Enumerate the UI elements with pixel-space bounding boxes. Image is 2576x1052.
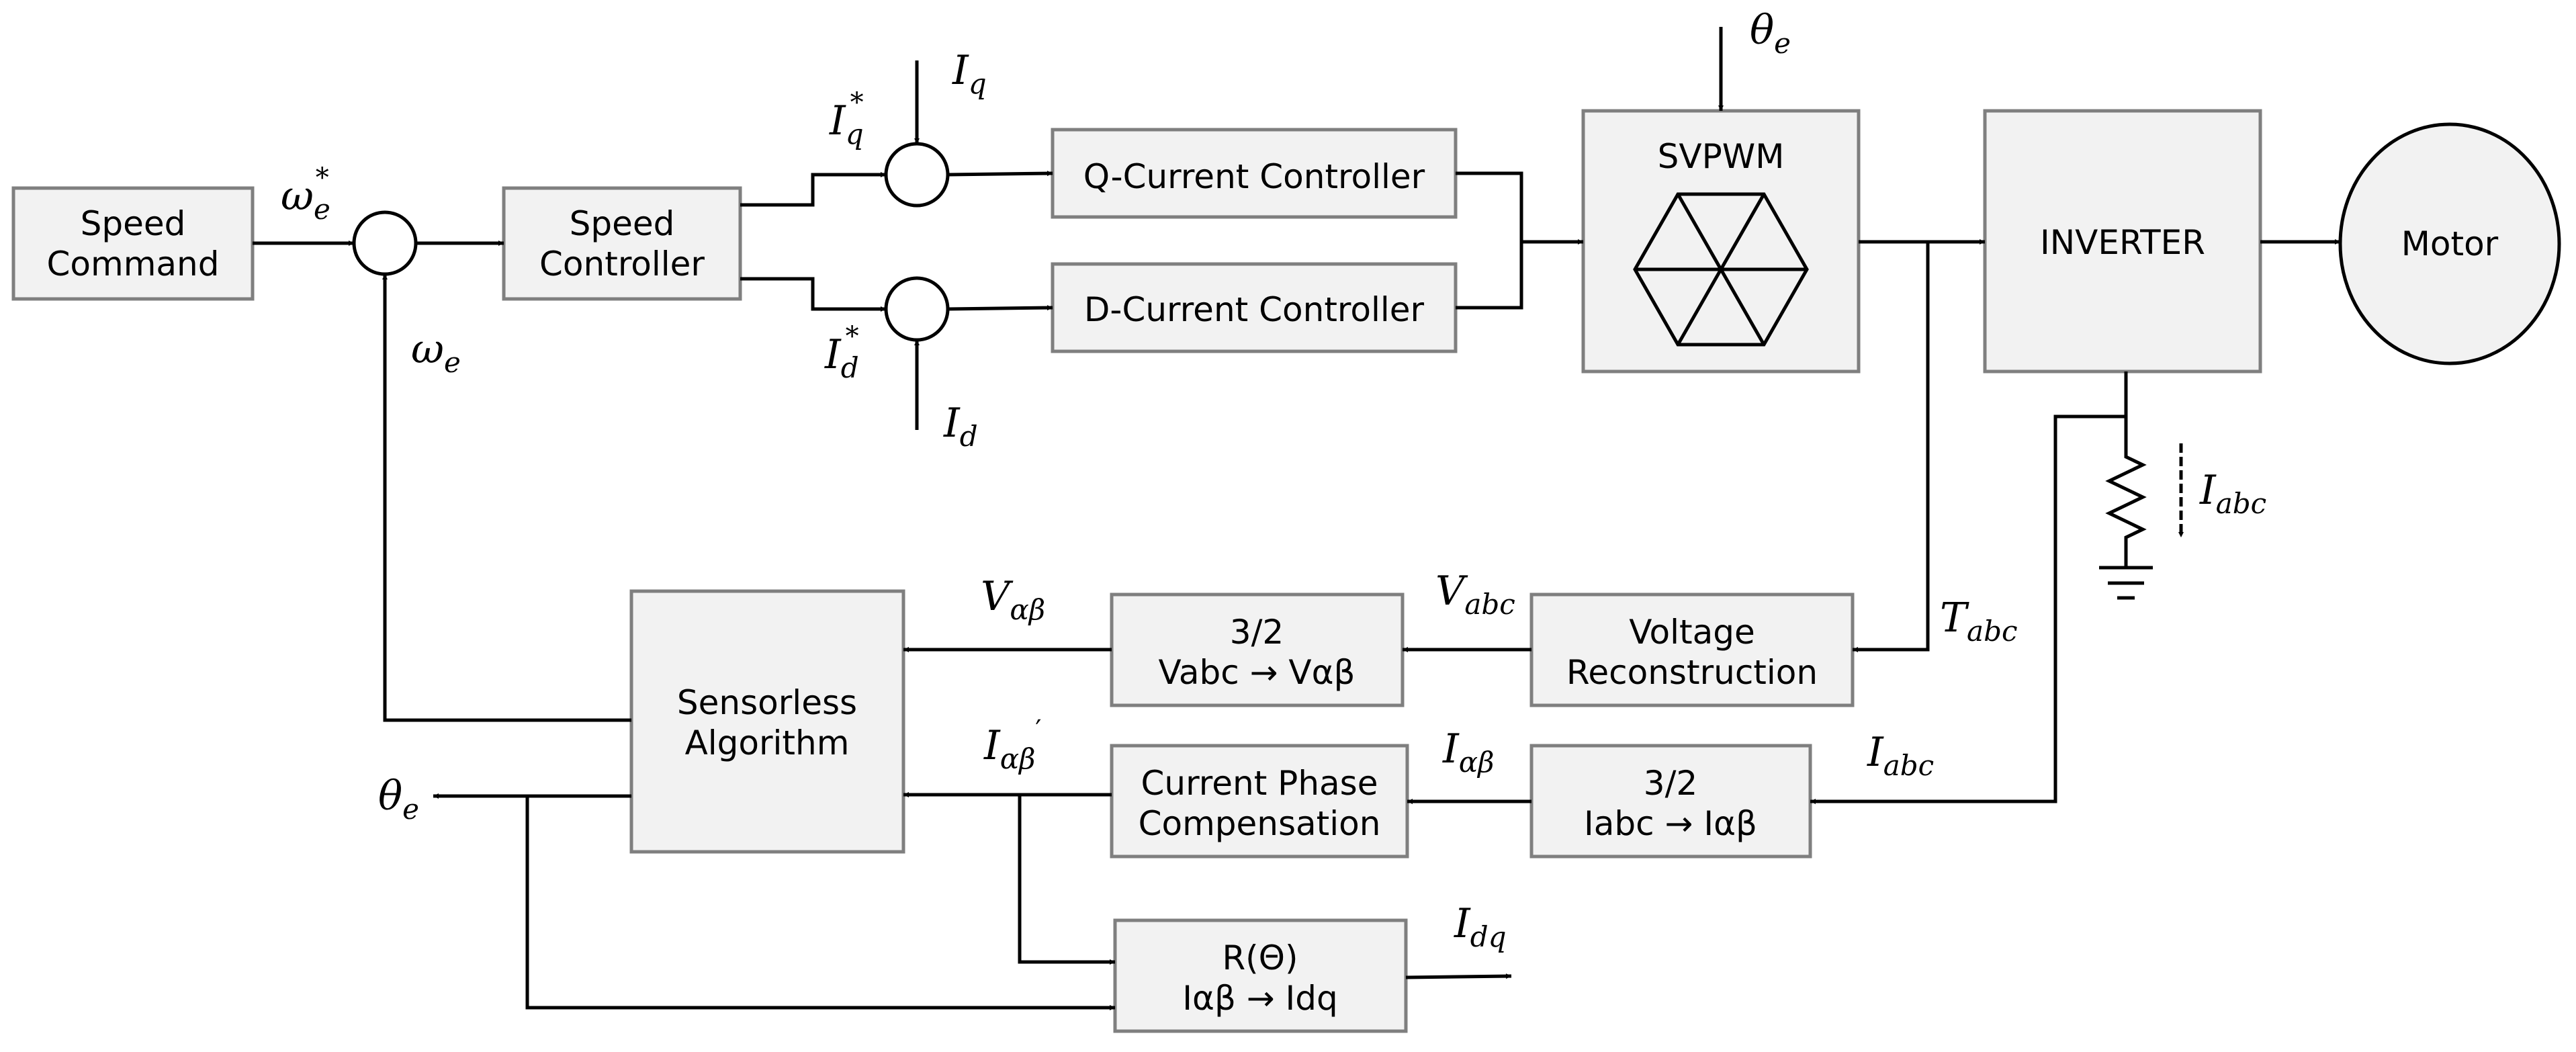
- voltage-transform-label-1: 3/2: [1230, 613, 1284, 652]
- id-fb-label: Id: [943, 400, 978, 453]
- hexagon-icon: [1633, 192, 1809, 347]
- current-transform-block: 3/2 Iabc → Iαβ: [1529, 744, 1812, 859]
- i-alpha-beta-prime-label: Iαβ′: [983, 715, 1041, 775]
- idq-label: Idq: [1454, 900, 1506, 953]
- v-alpha-beta-label: Vαβ: [981, 573, 1045, 626]
- shunt-resistor-icon: [2105, 417, 2147, 568]
- current-phase-compensation-label-1: Current Phase: [1141, 764, 1378, 803]
- signal-wires: [253, 27, 2340, 1010]
- current-phase-compensation-label-2: Compensation: [1139, 804, 1381, 843]
- current-phase-compensation-block: Current Phase Compensation: [1110, 744, 1409, 859]
- voltage-reconstruction-label-2: Reconstruction: [1566, 653, 1818, 692]
- i-alpha-beta-label: Iαβ: [1442, 726, 1494, 779]
- rotation-transform-block: R(Θ) Iαβ → Idq: [1113, 918, 1408, 1033]
- omega-ref-label: ωe*: [281, 163, 330, 226]
- id-ref-arrow: [740, 277, 886, 312]
- d-error-arrow: [947, 305, 1053, 311]
- idq-output-arrow: [1405, 973, 1512, 979]
- rotation-transform-label-1: R(Θ): [1222, 938, 1298, 977]
- theta-out-label: θe: [378, 773, 419, 826]
- q-current-controller-label: Q-Current Controller: [1083, 157, 1425, 196]
- speed-controller-block: Speed Controller: [502, 186, 742, 301]
- sensorless-algorithm-block: Sensorless Algorithm: [629, 589, 905, 854]
- current-transform-label-2: Iabc → Iαβ: [1584, 804, 1757, 843]
- d-current-controller-label: D-Current Controller: [1084, 290, 1425, 329]
- q-controller-output: [1456, 171, 1523, 310]
- rotation-transform-label-2: Iαβ → Idq: [1182, 979, 1338, 1018]
- inverter-block: INVERTER: [1983, 109, 2262, 374]
- svpwm-label: SVPWM: [1658, 137, 1785, 176]
- iabc-sense-label: Iabc: [2199, 467, 2266, 520]
- iabc-sense-line: [1810, 371, 2128, 804]
- voltage-reconstruction-block: Voltage Reconstruction: [1529, 593, 1855, 707]
- q-summing-junction: [884, 142, 950, 208]
- iq-fb-label: Iq: [952, 47, 987, 100]
- d-current-controller-block: D-Current Controller: [1051, 262, 1458, 353]
- voltage-transform-block: 3/2 Vabc → Vαβ: [1110, 593, 1405, 707]
- speed-controller-label-2: Controller: [539, 245, 705, 283]
- iq-ref-arrow: [740, 172, 886, 207]
- omega-fb-label: ωe: [411, 326, 461, 379]
- speed-command-label-1: Speed: [81, 204, 186, 243]
- q-current-controller-block: Q-Current Controller: [1051, 128, 1458, 219]
- speed-controller-label-1: Speed: [570, 204, 675, 243]
- voltage-reconstruction-label-1: Voltage: [1629, 613, 1755, 652]
- theta-in-label: θe: [1750, 7, 1791, 60]
- vabc-label: Vabc: [1435, 568, 1515, 621]
- iq-ref-label: Iq*: [829, 87, 864, 150]
- motor-block: Motor: [2338, 122, 2561, 365]
- iabc-input-label: Iabc: [1867, 729, 1934, 782]
- speed-command-block: Speed Command: [11, 186, 255, 301]
- id-ref-label: Id*: [824, 321, 859, 384]
- d-summing-junction: [884, 276, 950, 342]
- voltage-transform-label-2: Vabc → Vαβ: [1159, 653, 1356, 692]
- inverter-label: INVERTER: [2040, 223, 2205, 262]
- svpwm-block: SVPWM: [1581, 109, 1861, 374]
- speed-command-label-2: Command: [47, 245, 220, 283]
- motor-label: Motor: [2401, 224, 2499, 263]
- sensorless-algorithm-label-2: Algorithm: [685, 724, 850, 762]
- tabc-label: Tabc: [1940, 595, 2017, 648]
- rotation-current-input: [1018, 795, 1115, 965]
- current-transform-label-1: 3/2: [1644, 764, 1697, 803]
- tabc-arrow: [1853, 242, 1930, 652]
- speed-summing-junction: [352, 210, 418, 276]
- rotation-angle-input: [525, 796, 1115, 1010]
- q-error-arrow: [947, 171, 1053, 177]
- sensorless-algorithm-label-1: Sensorless: [677, 683, 857, 722]
- omega-feedback-arrow: [382, 274, 631, 722]
